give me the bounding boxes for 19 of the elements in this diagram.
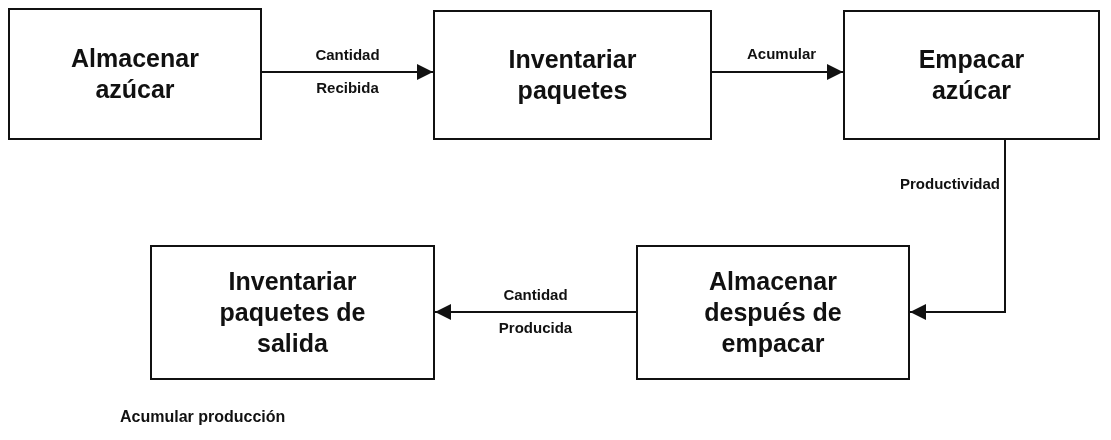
process-box xyxy=(636,245,910,380)
box-label: Inventariar paquetes xyxy=(507,43,638,106)
edge-label: Cantidad Producida xyxy=(497,285,574,338)
process-box xyxy=(150,245,435,380)
box-label: Acumular producción xyxy=(120,408,286,426)
box-label: Almacenar azúcar xyxy=(70,42,200,105)
arrow xyxy=(434,304,637,320)
process-box xyxy=(433,10,712,140)
arrow xyxy=(909,139,1006,320)
box-label: Empacar azúcar xyxy=(917,43,1026,106)
arrow xyxy=(711,64,844,80)
process-box xyxy=(8,8,262,140)
edge-label: Cantidad Recibida xyxy=(314,45,381,98)
box-label: Almacenar después de empacar xyxy=(703,265,843,360)
box-label: Inventariar paquetes de salida xyxy=(218,265,367,360)
process-box xyxy=(843,10,1100,140)
arrow xyxy=(261,64,434,80)
edge-label: Productividad xyxy=(899,174,1001,194)
edge-label: Acumular xyxy=(746,44,818,64)
